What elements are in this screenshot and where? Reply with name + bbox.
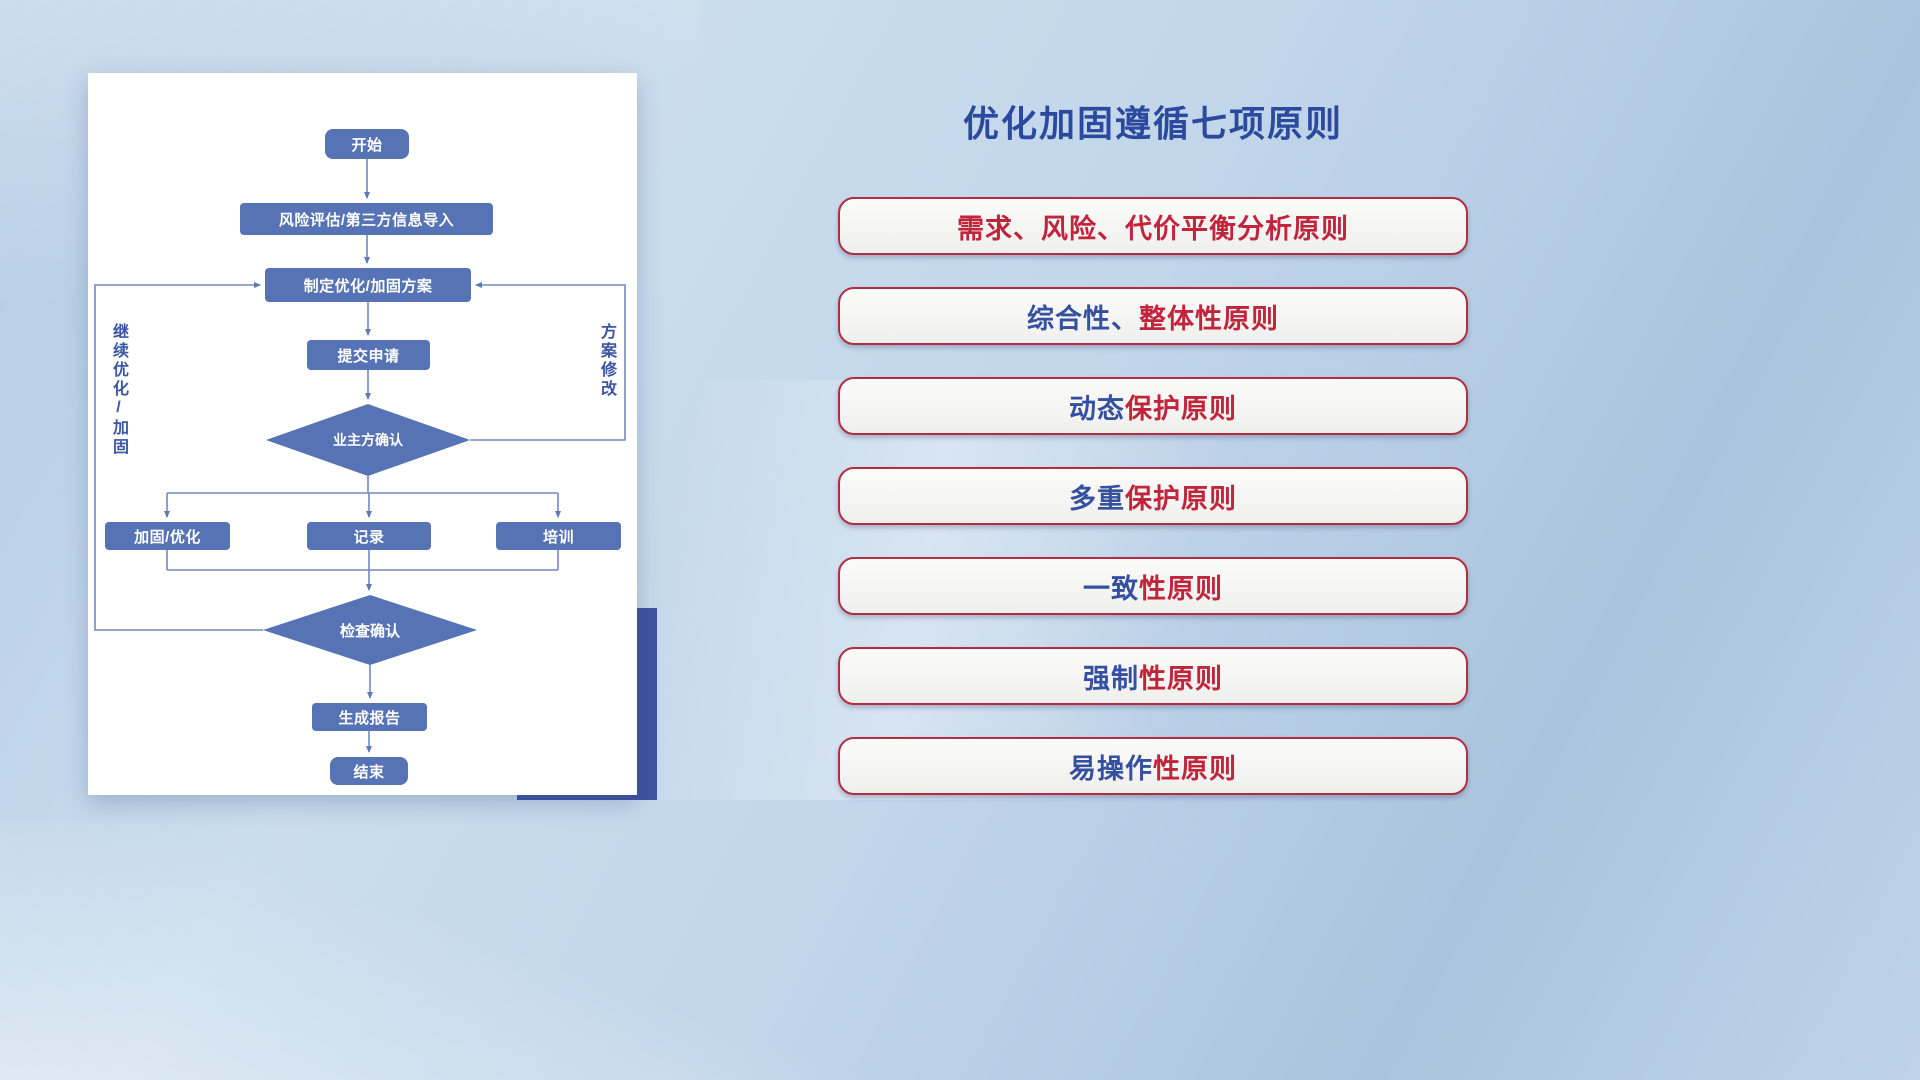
background-streak: [0, 820, 900, 1080]
node-make-plan: 制定优化/加固方案: [265, 268, 471, 302]
node-risk-import: 风险评估/第三方信息导入: [240, 203, 493, 235]
principle-text: 性原则: [1139, 573, 1223, 604]
principle-text: 保护原则: [1125, 483, 1237, 514]
node-end: 结束: [330, 757, 408, 785]
panel-title: 优化加固遵循七项原则: [962, 103, 1343, 144]
principle-item: 综合性、整体性原则: [838, 287, 1468, 345]
node-submit-request: 提交申请: [307, 340, 430, 370]
principle-text: 易操作: [1069, 753, 1153, 784]
principles-list: 需求、风险、代价平衡分析原则 综合性、整体性原则 动态保护原则 多重保护原则 一…: [838, 197, 1468, 795]
principle-text: 多重: [1069, 483, 1125, 514]
principle-text: 强制: [1083, 663, 1139, 694]
principle-item: 多重保护原则: [838, 467, 1468, 525]
principle-text: 一致: [1083, 573, 1139, 604]
principle-text: 需求、风险、代价平衡分析原则: [957, 213, 1349, 244]
principle-item: 需求、风险、代价平衡分析原则: [838, 197, 1468, 255]
flow-connectors: [94, 158, 626, 753]
node-reinforce-optimize: 加固/优化: [105, 522, 230, 550]
loop-label-continue-optimize: 继续优化/加固: [110, 323, 127, 457]
node-record: 记录: [307, 522, 431, 550]
node-start: 开始: [325, 129, 409, 159]
principle-text: 整体性原则: [1139, 303, 1279, 334]
principle-item: 动态保护原则: [838, 377, 1468, 435]
principle-text: 性原则: [1153, 753, 1237, 784]
principle-item: 易操作性原则: [838, 737, 1468, 795]
loop-label-plan-revision: 方案修改: [598, 323, 615, 399]
principle-text: 综合性、: [1027, 303, 1139, 334]
principle-text: 性原则: [1139, 663, 1223, 694]
principle-text: 保护原则: [1125, 393, 1237, 424]
principle-text: 动态: [1069, 393, 1125, 424]
node-training: 培训: [496, 522, 621, 550]
principle-item: 强制性原则: [838, 647, 1468, 705]
principle-item: 一致性原则: [838, 557, 1468, 615]
node-generate-report: 生成报告: [312, 703, 427, 731]
flowchart-card: 开始 风险评估/第三方信息导入 制定优化/加固方案 提交申请 业主方确认 加固/…: [88, 73, 637, 795]
